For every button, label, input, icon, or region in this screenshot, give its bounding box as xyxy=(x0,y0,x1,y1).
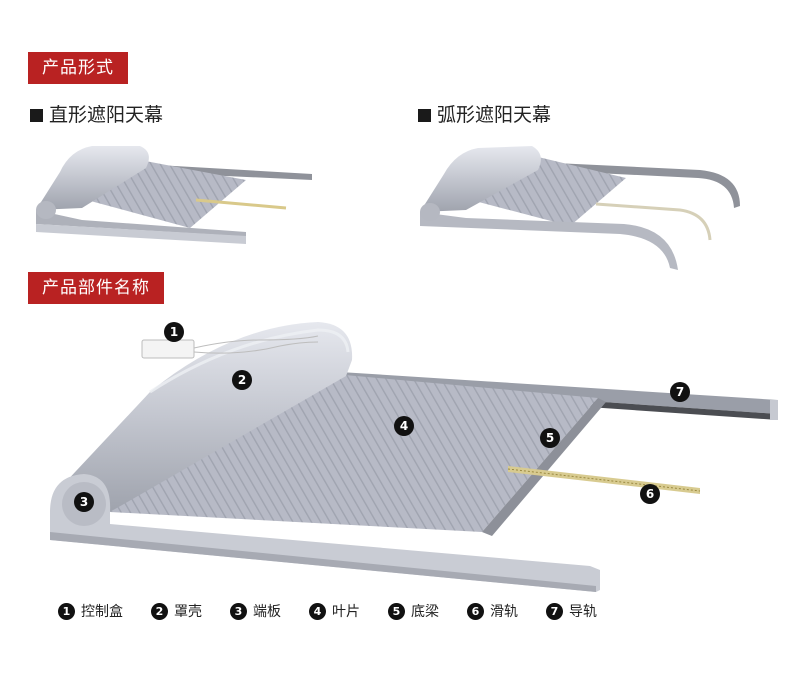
number-badge: 5 xyxy=(388,602,405,620)
legend-item: 1 控制盒 xyxy=(58,599,123,623)
legend-label: 罩壳 xyxy=(174,604,202,620)
number-badge: 1 xyxy=(58,602,75,620)
legend-item: 5 底梁 xyxy=(388,599,439,623)
subtitle-straight-text: 直形遮阳天幕 xyxy=(49,104,164,126)
subtitle-curved: 弧形遮阳天幕 xyxy=(418,100,551,127)
callout-2: 2 xyxy=(232,370,252,390)
callout-5: 5 xyxy=(540,428,560,448)
callout-6: 6 xyxy=(640,484,660,504)
callout-4: 4 xyxy=(394,416,414,436)
callout-3: 3 xyxy=(74,492,94,512)
number-badge: 2 xyxy=(151,602,168,620)
number-badge: 6 xyxy=(467,602,484,620)
section-label-forms: 产品形式 xyxy=(28,52,128,84)
callout-1: 1 xyxy=(164,322,184,342)
number-badge: 4 xyxy=(309,602,326,620)
legend-item: 7 导轨 xyxy=(546,599,597,623)
legend-label: 滑轨 xyxy=(490,604,518,620)
straight-awning xyxy=(36,146,312,244)
legend-label: 底梁 xyxy=(411,604,439,620)
number-badge: 7 xyxy=(546,602,563,620)
legend-item: 3 端板 xyxy=(230,599,281,623)
subtitle-curved-text: 弧形遮阳天幕 xyxy=(437,104,552,126)
legend-item: 6 滑轨 xyxy=(467,599,518,623)
legend-label: 叶片 xyxy=(332,604,360,620)
legend-label: 端板 xyxy=(253,604,281,620)
legend-label: 导轨 xyxy=(569,604,597,620)
legend-item: 2 罩壳 xyxy=(151,599,202,623)
large-awning xyxy=(50,322,778,592)
legend-item: 4 叶片 xyxy=(309,599,360,623)
square-bullet-icon xyxy=(30,109,43,122)
number-badge: 3 xyxy=(230,602,247,620)
callout-7: 7 xyxy=(670,382,690,402)
subtitle-straight: 直形遮阳天幕 xyxy=(30,100,163,127)
parts-legend: 1 控制盒 2 罩壳 3 端板 4 叶片 5 底梁 6 滑轨 7 导轨 xyxy=(58,599,597,623)
section-label-parts: 产品部件名称 xyxy=(28,272,164,304)
legend-label: 控制盒 xyxy=(81,604,123,620)
curved-awning xyxy=(420,146,740,270)
square-bullet-icon xyxy=(418,109,431,122)
